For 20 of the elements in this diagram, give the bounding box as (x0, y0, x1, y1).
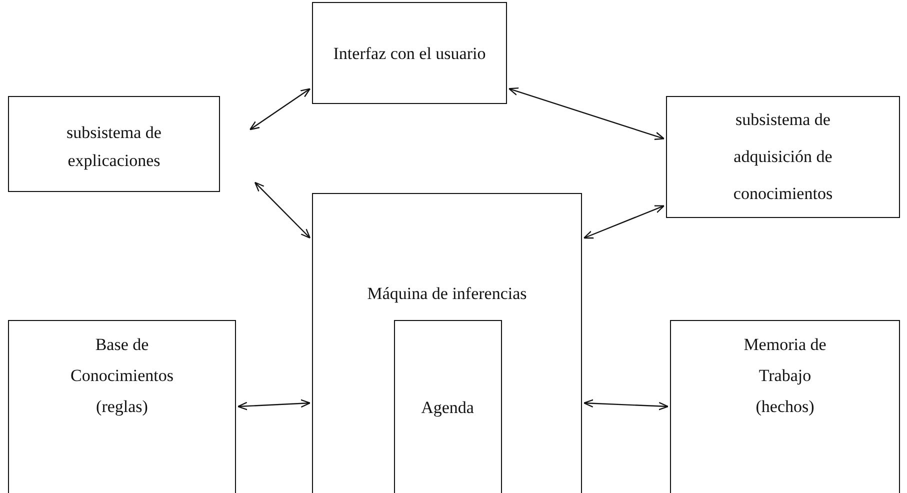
box-label: subsistema de adquisición de conocimientos (732, 109, 834, 205)
connector-arrow (583, 399, 669, 410)
connector-arrow (583, 205, 665, 239)
connector-arrow (254, 182, 311, 239)
connector-arrow (237, 399, 311, 410)
process-box (312, 193, 582, 493)
box-label: subsistema de explicaciones (66, 122, 162, 172)
box-label: Agenda (420, 396, 475, 419)
process-box (666, 96, 900, 218)
box-label: Interfaz con el usuario (332, 43, 487, 65)
box-label: Memoria de Trabajo (hechos) (742, 334, 828, 418)
box-label: Base de Conocimientos (reglas) (70, 334, 174, 418)
box-label: Máquina de inferencias (366, 283, 528, 305)
process-box (670, 320, 900, 493)
process-box (8, 320, 236, 493)
process-box (394, 320, 502, 492)
connector-arrow (508, 87, 665, 140)
connector-arrow (249, 88, 311, 130)
process-box (312, 2, 507, 104)
process-box (8, 96, 220, 192)
